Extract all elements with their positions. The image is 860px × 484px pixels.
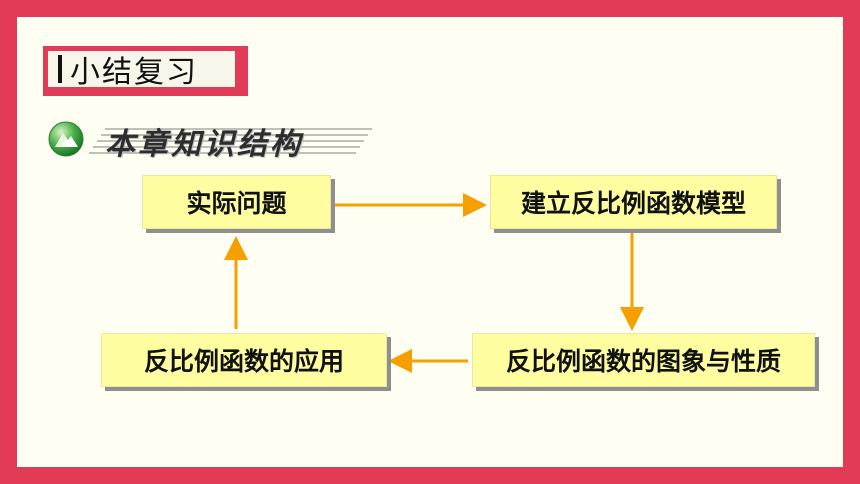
node-actual-problem: 实际问题 xyxy=(142,175,331,229)
title-panel: 小结复习 xyxy=(48,51,235,90)
section-heading: 本章知识结构 xyxy=(47,117,387,162)
title-marker xyxy=(58,55,62,83)
mountain-icon xyxy=(48,121,84,157)
section-title: 本章知识结构 xyxy=(105,127,303,162)
node-application: 反比例函数的应用 xyxy=(101,333,387,387)
node-graph-properties: 反比例函数的图象与性质 xyxy=(472,333,815,387)
flow-arrows xyxy=(224,193,644,373)
title-frame: 小结复习 xyxy=(43,46,248,96)
slide-canvas: 小结复习 本章知识结构 xyxy=(17,17,843,467)
node-build-model: 建立反比例函数模型 xyxy=(490,175,777,229)
page-title: 小结复习 xyxy=(70,55,198,90)
section-underline-decoration xyxy=(89,128,372,154)
